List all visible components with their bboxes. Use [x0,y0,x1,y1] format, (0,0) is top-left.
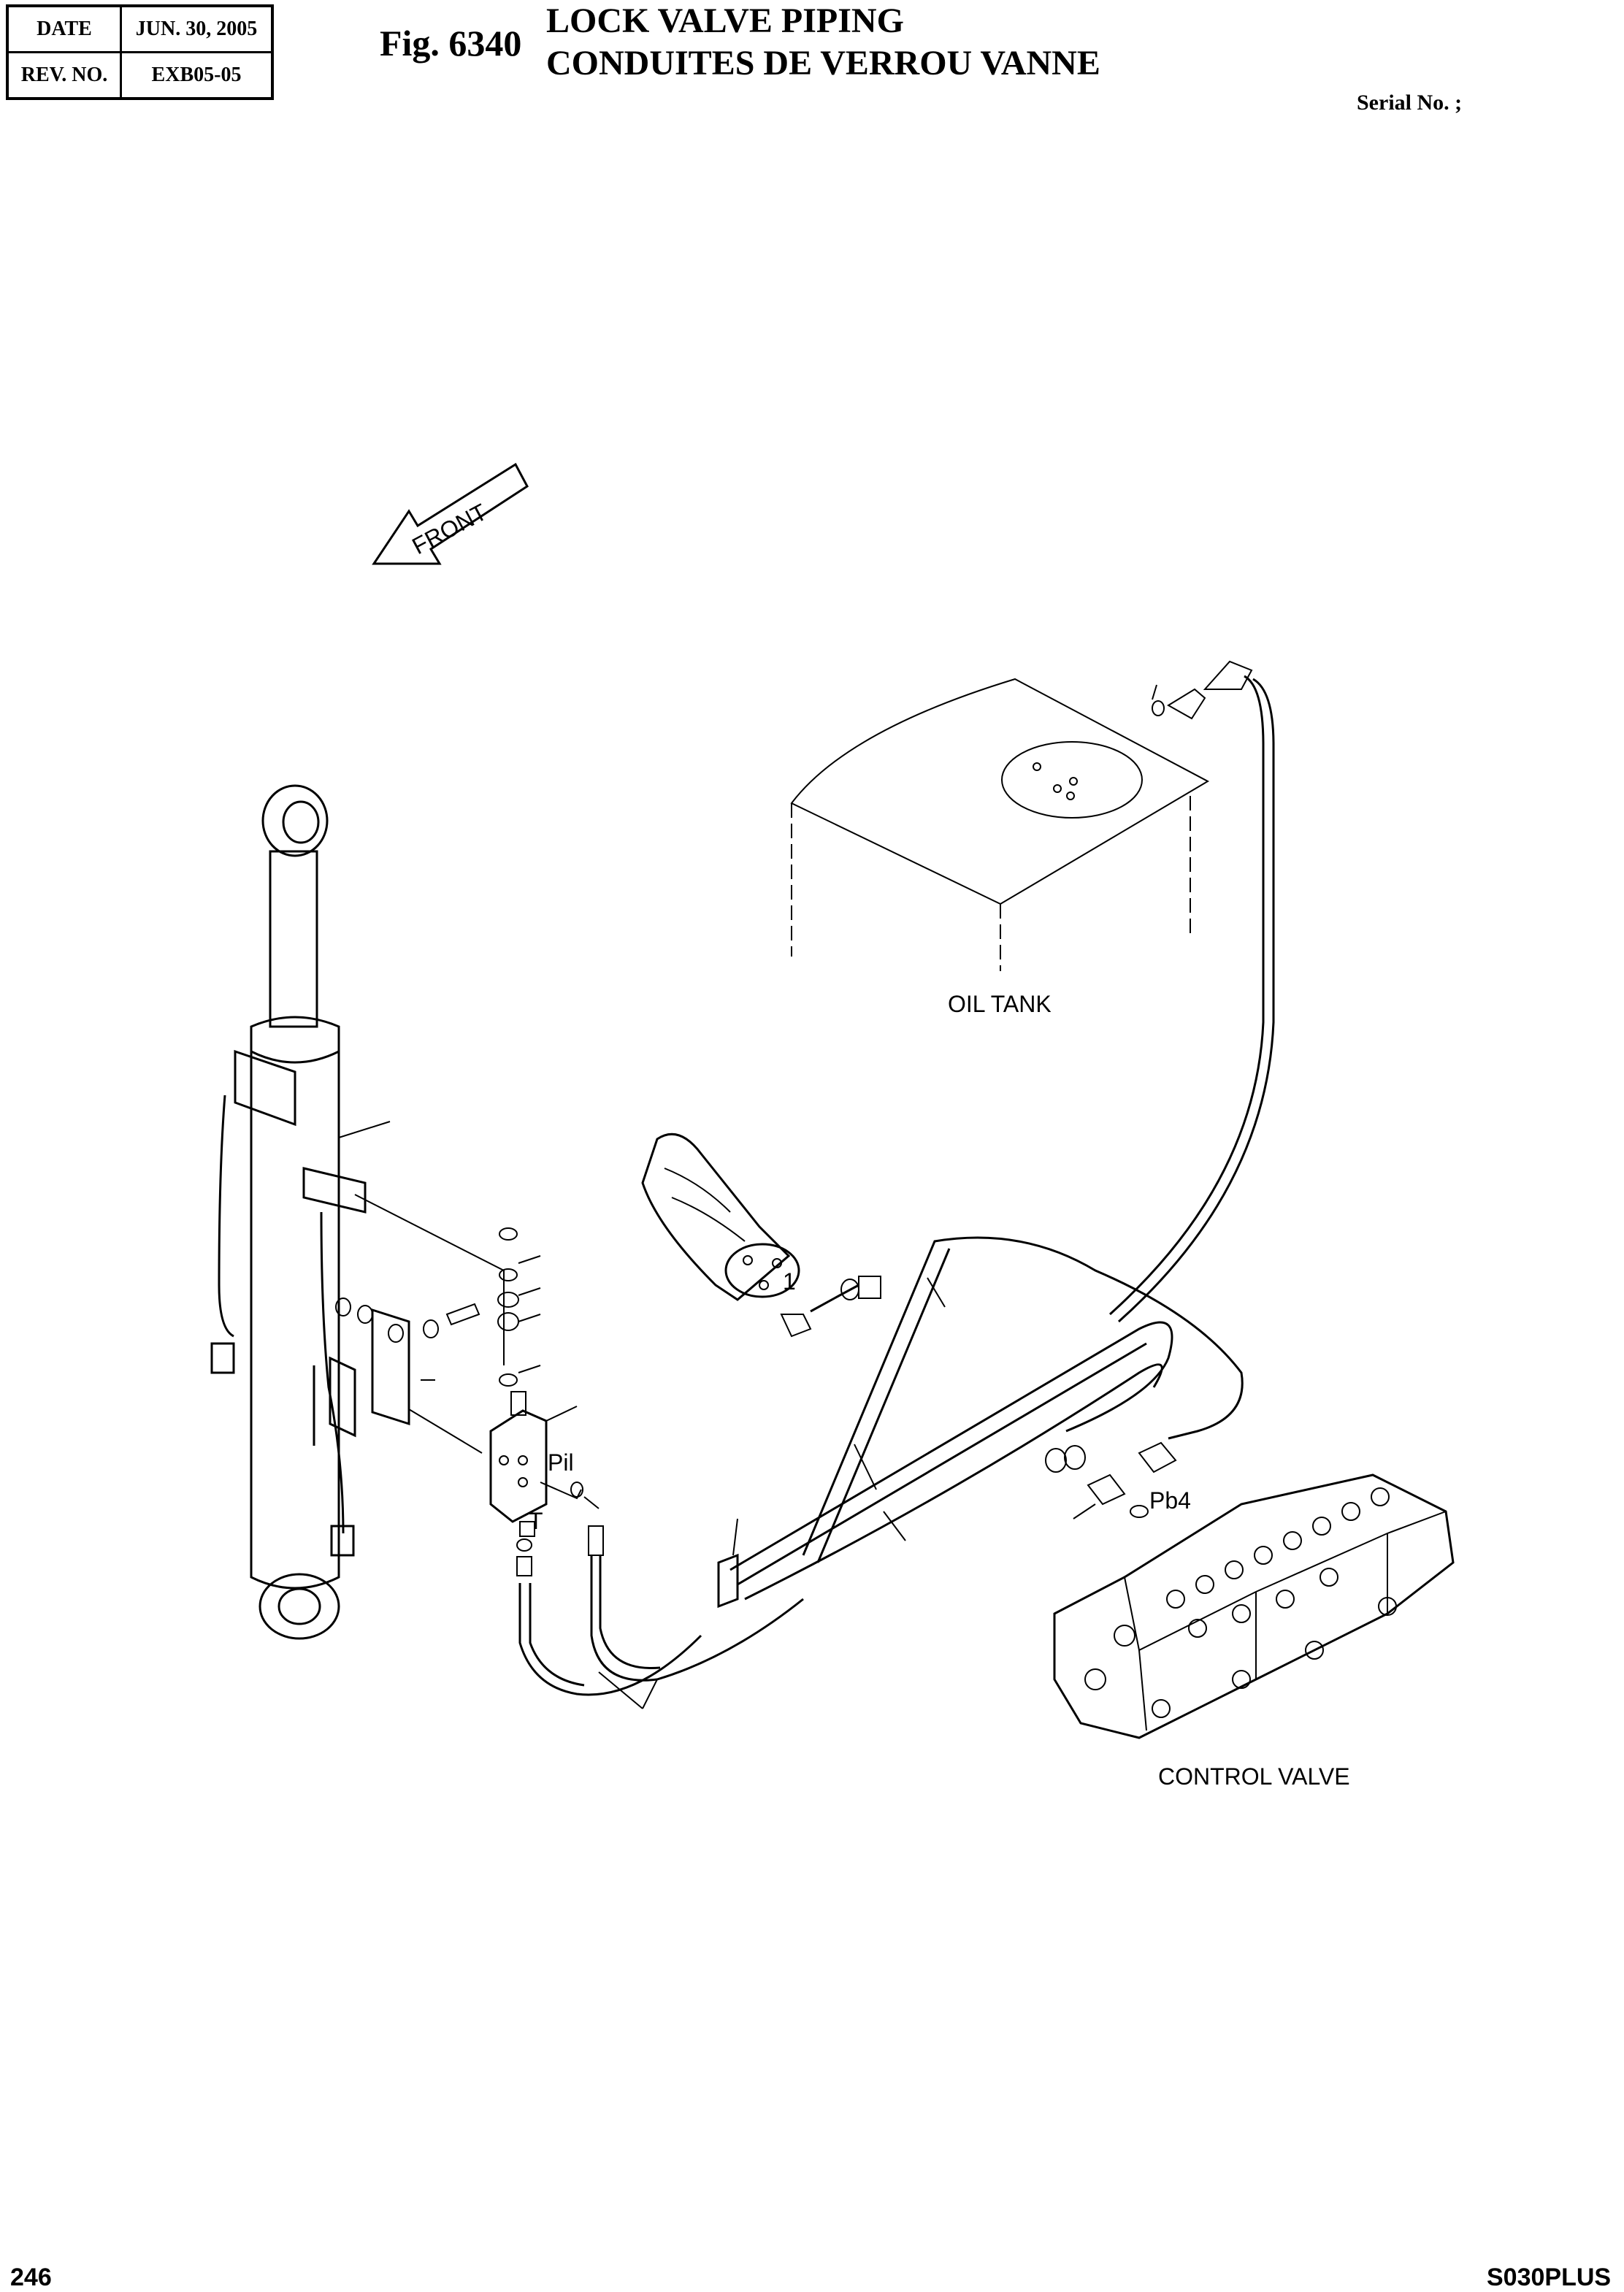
rev-value: EXB05-05 [120,51,274,100]
port-pil-label: Pil [548,1449,574,1476]
lock-valve-hoses [518,1518,804,1709]
lock-valve: Pil T [489,1227,600,1576]
port-t-label: T [529,1508,543,1534]
control-valve: CONTROL VALVE [1053,1473,1455,1790]
joystick-boot: 1 [641,1132,881,1338]
tank-fitting [1152,660,1253,720]
page-number: 246 [10,2264,52,2291]
rev-label: REV. NO. [6,51,122,100]
figure-number: Fig. 6340 [380,23,522,64]
hydraulic-cylinder [210,784,391,1640]
oil-tank-label: OIL TANK [948,991,1052,1017]
serial-number: Serial No. ; [1357,91,1463,115]
control-valve-label: CONTROL VALVE [1158,1763,1350,1790]
date-value: JUN. 30, 2005 [120,4,274,53]
port-pb4-label: Pb4 [1149,1487,1191,1514]
revision-stamp: DATE JUN. 30, 2005 REV. NO. EXB05-05 [6,4,274,100]
front-label: FRONT [407,499,491,560]
oil-tank: OIL TANK [790,678,1210,1017]
mounting-bracket [329,1194,505,1454]
front-arrow: FRONT [372,462,529,565]
model-number: S030PLUS [1487,2264,1612,2291]
item-number-1: 1 [783,1268,796,1295]
title-french: CONDUITES DE VERROU VANNE [546,44,1100,83]
date-label: DATE [6,4,122,53]
control-valve-fittings: Pb4 [1045,1441,1191,1519]
pilot-hoses [729,1236,1244,1601]
tank-return-hose [1108,675,1265,1316]
title-english: LOCK VALVE PIPING [546,1,904,40]
figure-title: LOCK VALVE PIPING CONDUITES DE VERROU VA… [546,0,1100,85]
